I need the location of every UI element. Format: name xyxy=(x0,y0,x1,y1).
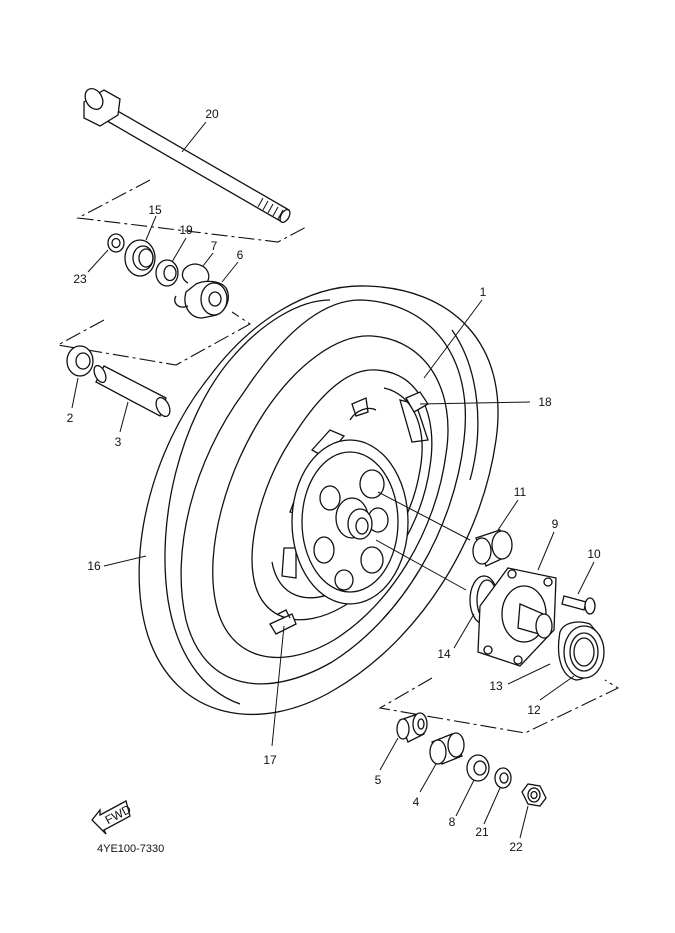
wheel-hub xyxy=(291,439,409,605)
callout-12: 12 xyxy=(527,703,541,717)
callout-18: 18 xyxy=(538,395,552,409)
callout-7: 7 xyxy=(211,239,218,253)
part-6-collar xyxy=(174,280,229,319)
part-19-bearing xyxy=(155,259,179,287)
callout-1: 1 xyxy=(480,285,487,299)
callout-21: 21 xyxy=(475,825,489,839)
callout-19: 19 xyxy=(179,223,193,237)
callout-15: 15 xyxy=(148,203,162,217)
part-10-bolt xyxy=(561,595,596,615)
diagram-code: 4YE100-7330 xyxy=(97,843,165,855)
part-3-spacer xyxy=(93,364,171,418)
group-box-upper xyxy=(76,179,309,243)
leader-lines xyxy=(71,121,595,839)
callout-5: 5 xyxy=(375,773,382,787)
part-2-oil-seal xyxy=(66,345,94,377)
callout-6: 6 xyxy=(237,248,244,262)
part-15-oil-seal xyxy=(124,239,156,277)
callout-16: 16 xyxy=(87,559,101,573)
callout-20: 20 xyxy=(205,107,219,121)
part-7-circlip xyxy=(181,263,210,285)
part-4-bearing xyxy=(429,732,465,765)
part-11-collar xyxy=(472,529,513,567)
part-23-washer xyxy=(107,233,125,253)
callout-13: 13 xyxy=(489,679,503,693)
callout-9: 9 xyxy=(552,517,559,531)
callout-3: 3 xyxy=(115,435,122,449)
part-8-washer xyxy=(466,754,490,782)
callout-10: 10 xyxy=(587,547,601,561)
group-box-left xyxy=(56,311,252,366)
part-22-nut xyxy=(521,783,547,807)
part-9-clutch-hub xyxy=(477,567,557,667)
group-box-lower xyxy=(378,677,620,734)
callout-8: 8 xyxy=(449,815,456,829)
fwd-arrow-icon: FWD xyxy=(91,800,134,835)
part-12-13-seal xyxy=(557,621,605,681)
part-axle xyxy=(83,88,291,224)
part-17-valve xyxy=(269,609,297,635)
callout-22: 22 xyxy=(509,840,523,854)
callout-17: 17 xyxy=(263,753,277,767)
callout-2: 2 xyxy=(67,411,74,425)
callout-4: 4 xyxy=(413,795,420,809)
callout-11: 11 xyxy=(514,485,527,499)
callout-23: 23 xyxy=(73,272,87,286)
fwd-label: FWD xyxy=(103,802,134,827)
part-5-collar xyxy=(396,712,428,743)
part-21-washer xyxy=(494,767,512,789)
callout-14: 14 xyxy=(437,647,451,661)
callout-labels: 1 2 3 4 5 6 7 8 9 10 11 12 13 14 15 16 1… xyxy=(67,107,601,854)
